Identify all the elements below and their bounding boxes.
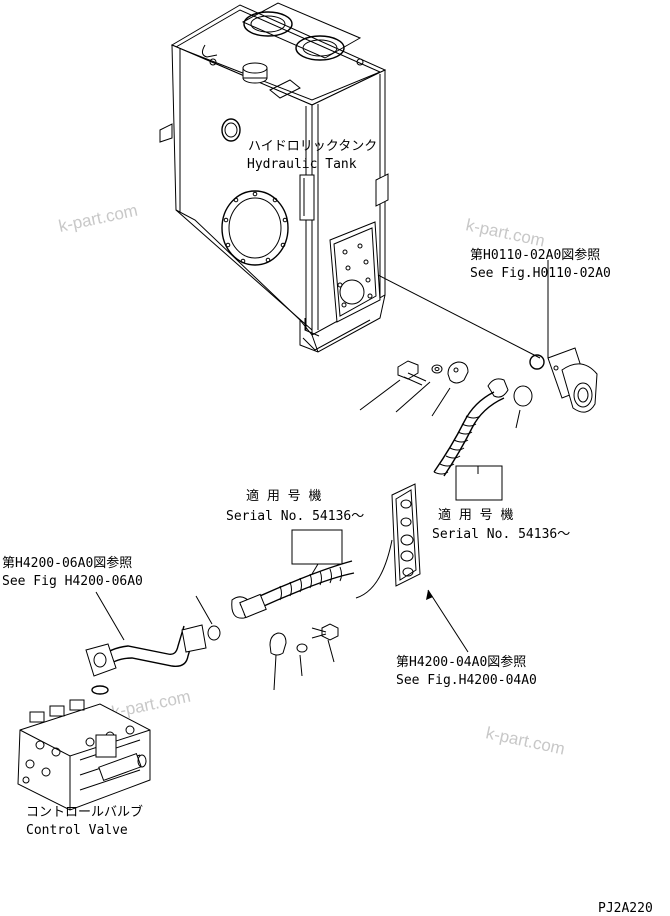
sight-gauge [221, 118, 241, 142]
serial-box-left [291, 529, 343, 565]
tank-label-jp: ハイドロリックタンク [248, 139, 377, 154]
split-flange-half [269, 632, 287, 656]
o-ring [207, 625, 221, 641]
leader-line [95, 591, 125, 641]
ref-h4200-04-en: See Fig.H4200-04A0 [396, 673, 537, 688]
washer [431, 364, 443, 374]
elbow-fitting [529, 347, 598, 413]
bolt-washer-set-lower [269, 623, 339, 691]
tank-label-en: Hydraulic Tank [247, 157, 357, 172]
tank-outlet-plate [329, 221, 381, 323]
o-ring [91, 685, 109, 695]
watermark: k-part.com [484, 723, 566, 758]
filter-port-2 [295, 35, 345, 61]
diagram-code: PJ2A220 [598, 901, 653, 916]
leader-arrow [427, 589, 469, 653]
valve-label-jp: コントロールバルブ [26, 804, 143, 820]
clamp-plate [391, 483, 421, 587]
serial-right-en: Serial No. 54136～ [432, 527, 570, 542]
split-flange [447, 361, 469, 384]
cap-plug [513, 385, 533, 407]
o-ring [529, 354, 545, 370]
serial-left-en: Serial No. 54136～ [226, 509, 364, 524]
bolt [321, 623, 339, 641]
serial-left-jp: 適 用 号 機 [246, 488, 321, 504]
serial-right-jp: 適 用 号 機 [438, 507, 513, 523]
leader-line [377, 274, 541, 359]
watermark: k-part.com [57, 201, 139, 236]
pipe-flange-upper [181, 624, 207, 653]
ref-h0110-jp: 第H0110-02A0図参照 [470, 247, 600, 263]
ref-h4200-04-jp: 第H4200-04A0図参照 [396, 654, 526, 670]
ref-h0110-en: See Fig.H0110-02A0 [470, 266, 611, 281]
access-cover [221, 190, 289, 266]
leader-line [355, 539, 393, 599]
washer [296, 643, 308, 653]
bolt-head [397, 360, 419, 380]
ref-h4200-06-en: See Fig H4200-06A0 [2, 574, 143, 589]
ref-h4200-06-jp: 第H4200-06A0図参照 [2, 555, 132, 571]
hose-upper [433, 378, 533, 477]
hydraulic-tank [159, 2, 389, 353]
control-valve [17, 699, 151, 811]
watermark: k-part.com [464, 215, 546, 250]
serial-box-right [455, 465, 503, 501]
pipe-flange-lower [85, 643, 117, 677]
pipe-assembly [85, 624, 207, 695]
bolt-washer-set-upper [359, 360, 469, 417]
hose-lower [195, 560, 355, 641]
valve-label-en: Control Valve [26, 823, 128, 838]
filter-port-1 [243, 11, 293, 37]
